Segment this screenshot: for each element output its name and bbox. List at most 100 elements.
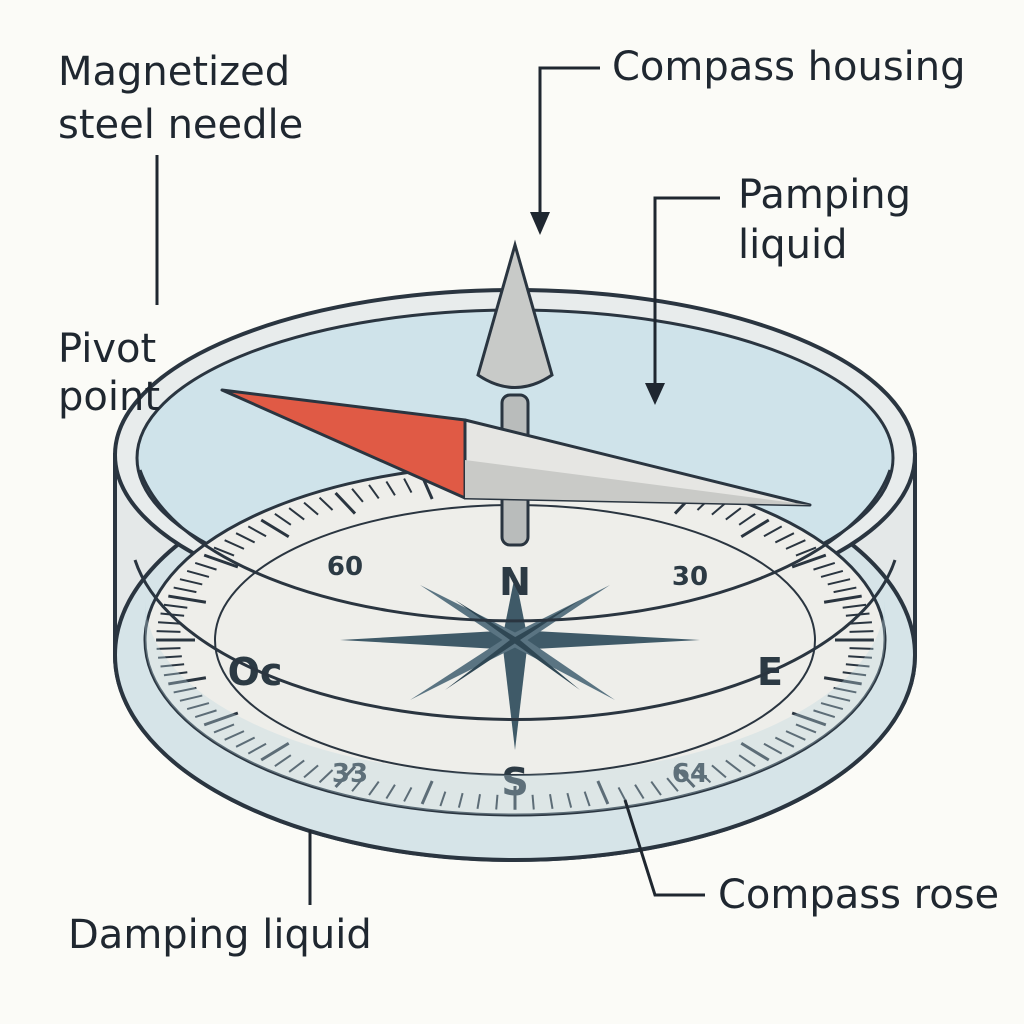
dial-tick [303, 501, 319, 516]
dial-tick [247, 525, 267, 538]
dial-tick [827, 694, 851, 702]
dial-tick [260, 518, 290, 539]
dial-tick [813, 709, 836, 719]
damping-label: Damping liquid [68, 912, 372, 958]
dial-tick [318, 496, 334, 511]
dial-tick [334, 765, 357, 789]
dial-number-se: 64 [672, 759, 708, 789]
dial-tick [495, 794, 499, 810]
dial-tick [173, 586, 197, 594]
dial-tick [158, 621, 182, 625]
dial-tick [785, 730, 806, 741]
dial-tick [334, 491, 357, 515]
dial-tick [849, 630, 874, 633]
dial-tick [274, 513, 292, 526]
dial-tick [203, 711, 239, 727]
dial-tick [823, 594, 862, 604]
dial-tick [247, 742, 267, 755]
dial-tick [179, 694, 203, 702]
dial-tick [583, 791, 591, 807]
dial-tick [791, 553, 827, 569]
housing-label: Compass housing [612, 44, 966, 90]
dial-north-label: N [499, 560, 531, 604]
dial-tick [368, 484, 380, 499]
dial-ticks [156, 470, 874, 810]
dial-tick [566, 792, 573, 808]
dial-tick [224, 730, 245, 741]
dial-tick [833, 586, 857, 594]
dial-tick [156, 630, 181, 633]
dial-tick [738, 754, 756, 767]
dial-tick [845, 663, 870, 668]
dial-tick [725, 507, 742, 521]
dial-tick [186, 702, 210, 711]
dial-tick [549, 793, 554, 809]
dial-tick [403, 478, 413, 494]
dial-tick [385, 480, 396, 496]
dial-tick [457, 792, 464, 808]
dial-number-ne: 30 [672, 562, 708, 592]
pivot-label-line1: Pivot [58, 326, 156, 372]
dial-tick [224, 539, 245, 550]
dial-tick [650, 781, 662, 796]
pamping-arrow-icon [645, 383, 665, 405]
dial-tick [820, 569, 844, 578]
housing-leader [538, 66, 600, 230]
dial-tick [235, 736, 256, 748]
compass-rose: N S E Oc 30 60 33 64 [143, 463, 887, 817]
dial-tick [203, 553, 239, 569]
dial-tick [439, 791, 447, 807]
dial-tick [274, 754, 292, 767]
dial-tick [738, 513, 756, 526]
dial-tick [288, 759, 305, 773]
dial-tick [213, 546, 235, 557]
pamping-label-line2: liquid [738, 222, 847, 268]
dial-tick [763, 742, 783, 755]
dial-tick [823, 676, 862, 686]
dial-tick [833, 686, 857, 694]
dial-tick [420, 780, 434, 805]
dial-tick [288, 507, 305, 521]
dial-tick [385, 784, 396, 800]
dial-tick [235, 532, 256, 544]
dial-tick [785, 539, 806, 550]
dial-tick [842, 671, 867, 677]
dial-tick [842, 603, 867, 609]
rose-leader [623, 799, 705, 897]
dial-tick [827, 578, 851, 586]
dial-tick [740, 741, 770, 762]
dial-number-sw: 33 [332, 759, 368, 789]
pamping-label-line1: Pamping [738, 172, 911, 218]
dial-tick [156, 647, 181, 650]
dial-tick [634, 784, 645, 800]
dial-tick [318, 769, 334, 784]
dial-tick [795, 546, 817, 557]
dial-tick [673, 765, 696, 789]
dial-tick [403, 786, 413, 802]
dial-tick [476, 793, 481, 809]
dial-tick [596, 780, 610, 805]
dial-tick [158, 655, 182, 659]
dial-tick [696, 769, 712, 784]
housing-arrow-icon [530, 212, 550, 235]
dial-tick [848, 655, 872, 659]
dial-tick [711, 764, 727, 779]
dial-tick [173, 686, 197, 694]
dial-west-label: Oc [228, 650, 283, 694]
dial-tick [163, 671, 188, 677]
dial-tick [179, 578, 203, 586]
dial-tick [368, 781, 380, 796]
damping-liquid [133, 469, 897, 815]
dial-tick [848, 621, 872, 625]
pamping-leader [653, 196, 720, 400]
dial-tick [791, 711, 827, 727]
dial-tick [213, 723, 235, 734]
dial-tick [617, 786, 627, 802]
dial-tick [163, 603, 188, 609]
dial-tick [763, 525, 783, 538]
dial-tick [774, 736, 795, 748]
pivot-label-line2: point [58, 374, 160, 420]
dial-tick [774, 532, 795, 544]
